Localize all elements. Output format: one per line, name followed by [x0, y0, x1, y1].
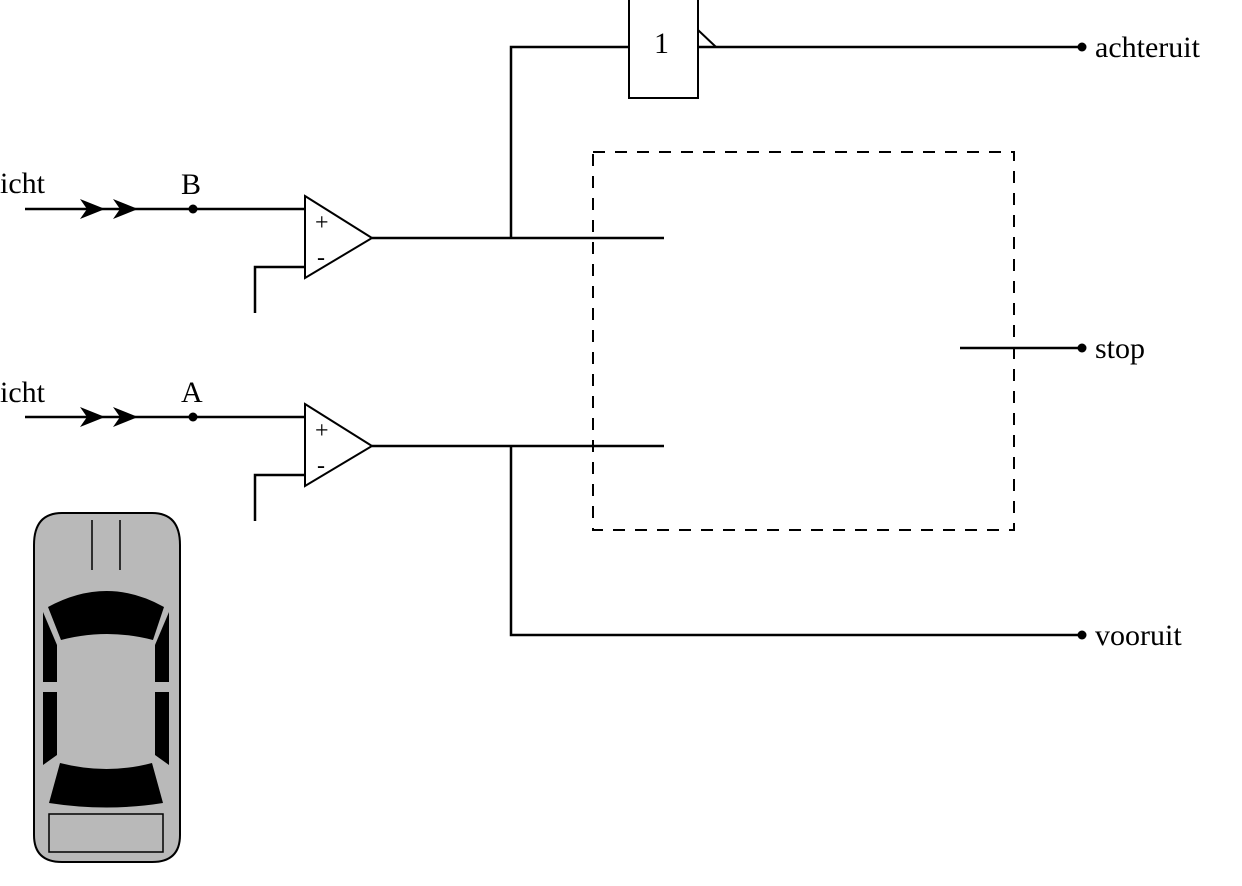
input-line-a: icht A — [0, 376, 305, 427]
comparator-a-minus: - — [317, 453, 325, 479]
comparator-b-minus: - — [317, 245, 325, 271]
output-forward-label: vooruit — [1095, 619, 1182, 652]
input-label-b-fragment: icht — [0, 167, 46, 200]
arrow-icon — [113, 199, 138, 219]
arrow-icon — [80, 407, 105, 427]
comparator-b-plus: + — [315, 210, 329, 236]
car-top-view-icon — [33, 512, 181, 863]
inversion-mark — [697, 29, 717, 48]
comparator-b: + - — [253, 194, 374, 313]
output-forward: vooruit — [1077, 619, 1182, 652]
arrow-icon — [80, 199, 105, 219]
output-reverse-label: achteruit — [1095, 31, 1201, 64]
wiring — [372, 45, 1082, 637]
comparator-a-plus: + — [315, 418, 329, 444]
logic-box-dashed — [592, 151, 1015, 531]
output-reverse: achteruit — [1077, 31, 1201, 64]
output-terminal — [1077, 343, 1087, 353]
input-label-a-fragment: icht — [0, 376, 46, 409]
output-terminal — [1077, 630, 1087, 640]
node-a-dot — [188, 412, 198, 422]
node-a-label: A — [181, 376, 203, 409]
input-line-b: icht B — [0, 167, 305, 219]
output-stop: stop — [1077, 332, 1145, 365]
not-gate-label: 1 — [654, 27, 669, 60]
arrow-icon — [113, 407, 138, 427]
node-b-label: B — [181, 168, 201, 201]
output-stop-label: stop — [1095, 332, 1145, 365]
not-gate: 1 — [628, 0, 717, 99]
node-b-dot — [188, 204, 198, 214]
comparator-a: + - — [253, 402, 374, 521]
output-terminal — [1077, 42, 1087, 52]
